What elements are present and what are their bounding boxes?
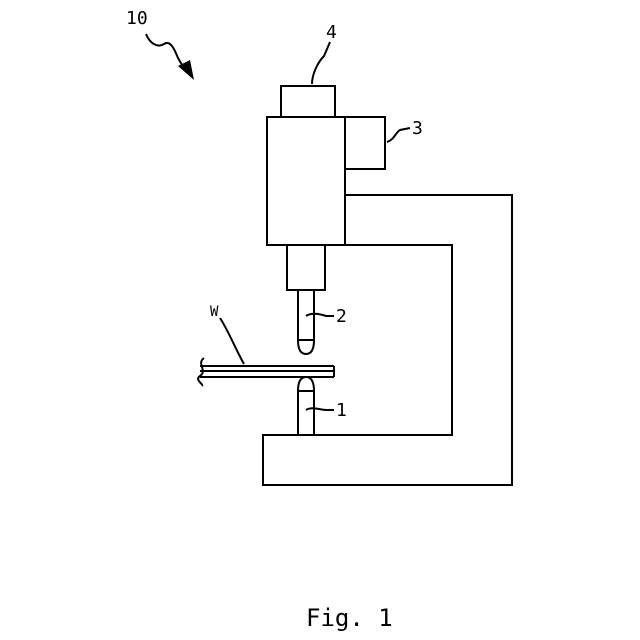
leader-3: [387, 128, 410, 142]
label-10: 10: [126, 8, 148, 29]
figure-caption: Fig. 1: [306, 604, 393, 632]
part-3-side-box: [345, 117, 385, 169]
part-1-lower-electrode: [298, 377, 314, 435]
label-W: W: [210, 304, 219, 320]
upper-electrode-holder: [287, 245, 325, 290]
part-2-upper-electrode: [298, 290, 314, 354]
part-4-cap: [281, 86, 335, 118]
label-1: 1: [336, 400, 347, 421]
leader-4: [312, 42, 330, 84]
label-3: 3: [412, 118, 423, 139]
head-body: [267, 117, 345, 245]
label-2: 2: [336, 306, 347, 327]
label-4: 4: [326, 22, 337, 43]
leader-W: [220, 318, 244, 364]
